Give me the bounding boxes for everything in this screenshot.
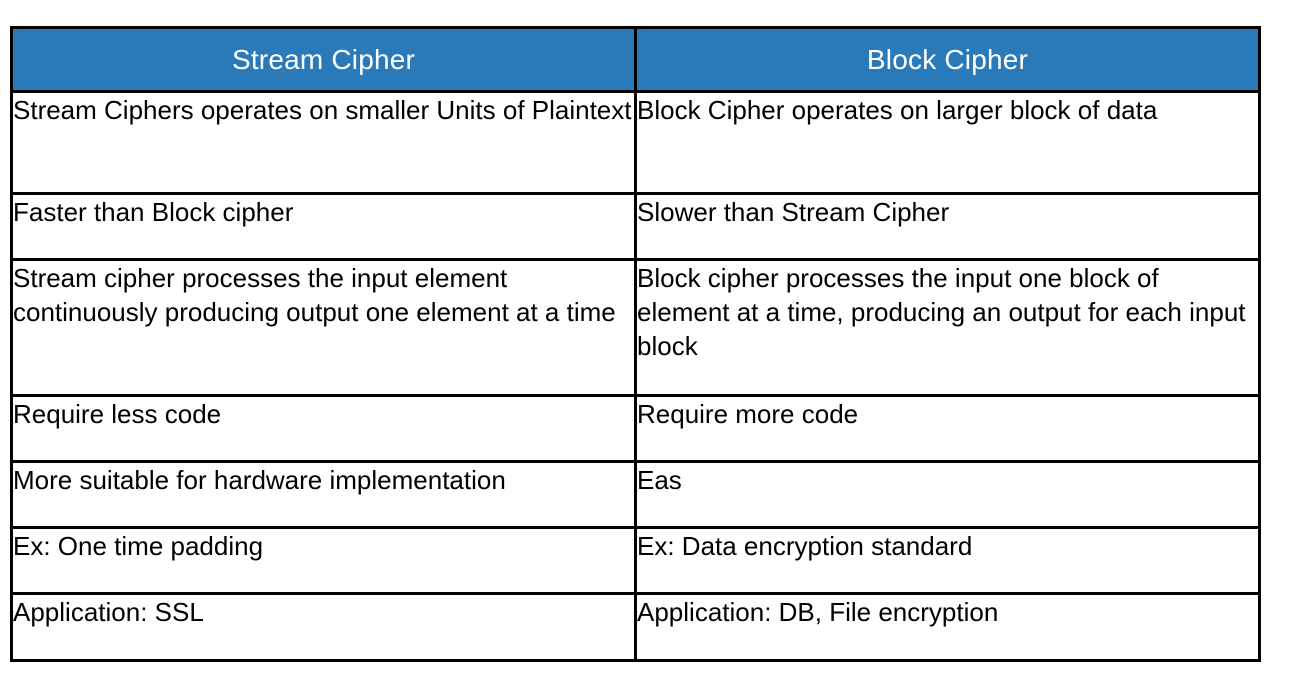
cell-stream-row-6: Ex: One time padding [10,526,637,595]
cell-text: Block Cipher operates on larger block of… [637,95,1158,125]
cell-stream-row-2: Faster than Block cipher [10,192,637,261]
table-row: Stream Ciphers operates on smaller Units… [10,90,1261,195]
table-header: Stream Cipher Block Cipher [10,26,1261,93]
table-row: Application: SSL Application: DB, File e… [10,592,1261,662]
cell-block-row-1: Block Cipher operates on larger block of… [634,90,1261,195]
table-row: Ex: One time padding Ex: Data encryption… [10,526,1261,595]
cell-text: Eas [637,465,682,495]
comparison-table-container: Stream Cipher Block Cipher Stream Cipher… [10,26,1261,662]
cell-block-row-5: Eas [634,460,1261,529]
column-header-block-cipher: Block Cipher [634,26,1261,93]
table-row: Stream cipher processes the input elemen… [10,258,1261,397]
cell-stream-row-4: Require less code [10,394,637,463]
cell-text: Require less code [13,399,222,429]
cell-text: More suitable for hardware implementatio… [13,465,506,495]
cell-stream-row-3: Stream cipher processes the input elemen… [10,258,637,397]
cell-text: Ex: One time padding [13,531,264,561]
table-row: Faster than Block cipher Slower than Str… [10,192,1261,261]
stream-vs-block-cipher-table: Stream Cipher Block Cipher Stream Cipher… [10,26,1261,662]
cell-text: Require more code [637,399,859,429]
cell-block-row-6: Ex: Data encryption standard [634,526,1261,595]
cell-stream-row-5: More suitable for hardware implementatio… [10,460,637,529]
cell-block-row-7: Application: DB, File encryption [634,592,1261,662]
cell-stream-row-7: Application: SSL [10,592,637,662]
cell-text: Stream Ciphers operates on smaller Units… [13,95,632,125]
table-header-row: Stream Cipher Block Cipher [10,26,1261,93]
cell-text: Application: SSL [13,597,204,627]
column-header-stream-cipher: Stream Cipher [10,26,637,93]
cell-text: Application: DB, File encryption [637,597,999,627]
cell-text: Faster than Block cipher [13,197,294,227]
cell-block-row-4: Require more code [634,394,1261,463]
cell-block-row-2: Slower than Stream Cipher [634,192,1261,261]
cell-text: Block cipher processes the input one blo… [637,263,1246,361]
table-row: More suitable for hardware implementatio… [10,460,1261,529]
table-body: Stream Ciphers operates on smaller Units… [10,90,1261,662]
cell-text: Slower than Stream Cipher [637,197,950,227]
cell-stream-row-1: Stream Ciphers operates on smaller Units… [10,90,637,195]
table-row: Require less code Require more code [10,394,1261,463]
cell-text: Stream cipher processes the input elemen… [13,263,616,327]
cell-text: Ex: Data encryption standard [637,531,973,561]
cell-block-row-3: Block cipher processes the input one blo… [634,258,1261,397]
